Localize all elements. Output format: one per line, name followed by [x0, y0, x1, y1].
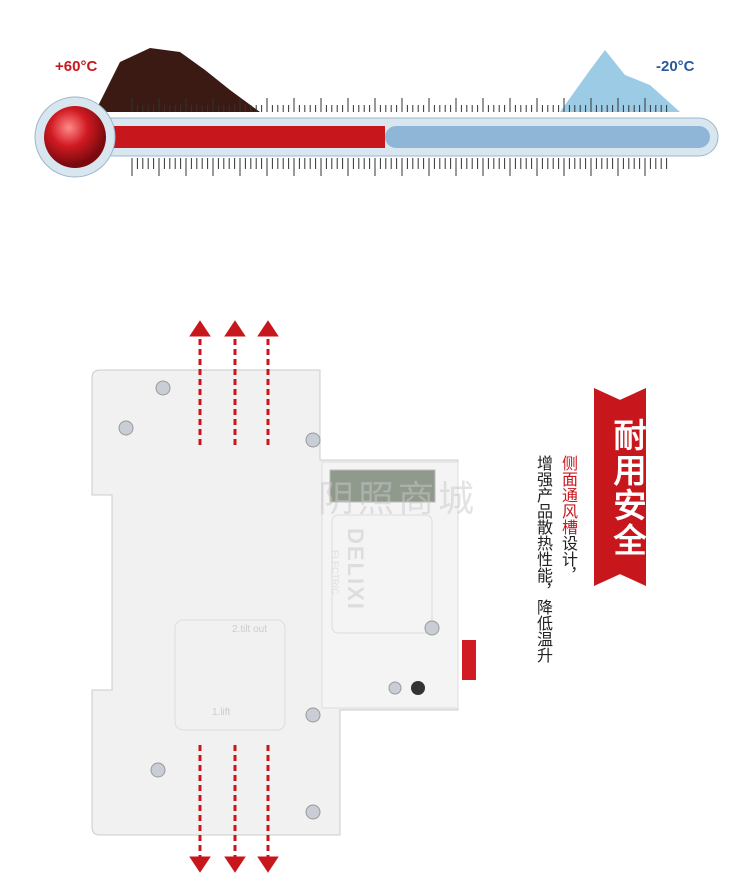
volcano-icon — [95, 48, 260, 112]
thermometer — [34, 48, 719, 178]
feature-line-2: 增强产品散热性能，降低温升 — [534, 455, 553, 663]
arrow-head-icon — [224, 320, 246, 337]
arrow-head-icon — [257, 320, 279, 337]
feature-highlight: 侧面通风槽 — [559, 455, 578, 535]
max-temp-label: +60°C — [55, 58, 98, 75]
thermometer-bulb — [44, 106, 106, 168]
feature-banner — [594, 388, 646, 586]
arrow-head-icon — [189, 856, 211, 873]
watermark: 阴照商城 — [318, 479, 479, 520]
step-tilt-label: 2.tilt out — [232, 624, 268, 635]
toggle-handle — [462, 640, 476, 680]
mountain-icon — [560, 50, 680, 112]
feature-line-1-rest: 设计， — [559, 535, 578, 583]
feature-line-1: 侧面通风槽设计， — [556, 455, 580, 583]
temperature-fill — [80, 126, 385, 148]
brand-subtitle: ELECTRIC — [330, 550, 340, 595]
arrow-head-icon — [257, 856, 279, 873]
feature-title: 耐用安全 — [608, 418, 647, 558]
step-lift-label: 1.lift — [212, 707, 231, 718]
min-temp-label: -20°C — [656, 58, 695, 75]
indicator-window — [329, 469, 436, 503]
arrow-head-icon — [224, 856, 246, 873]
brand-logo: DELIXI — [343, 528, 368, 611]
arrow-head-icon — [189, 320, 211, 337]
